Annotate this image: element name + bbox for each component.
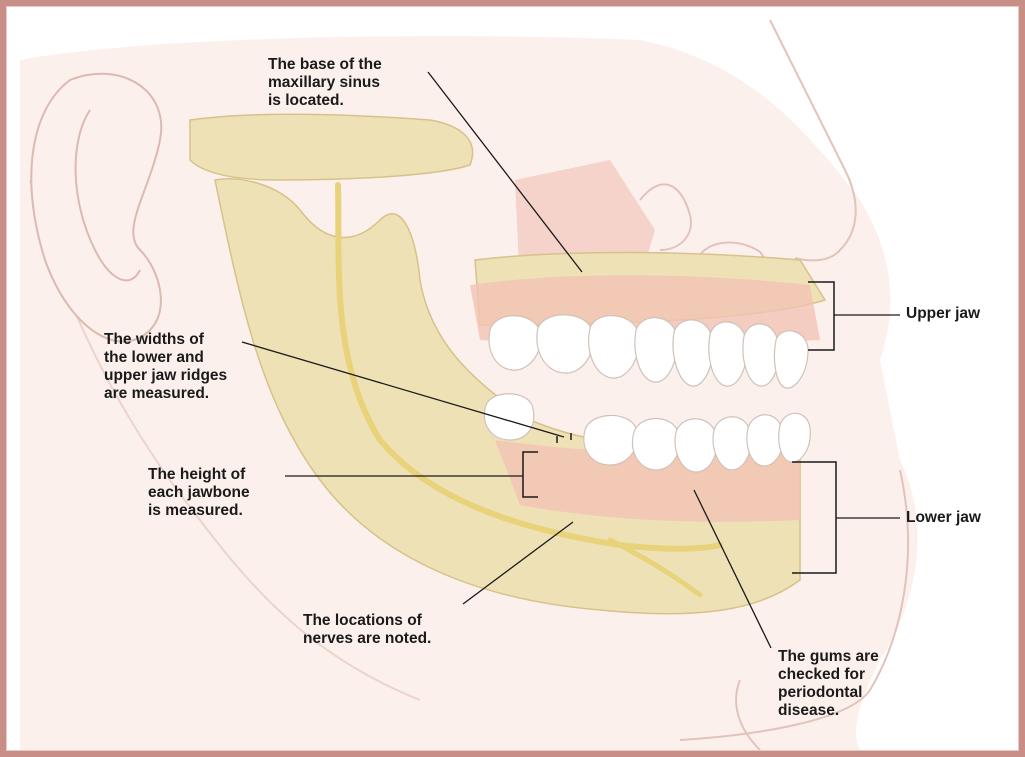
lower-tooth — [632, 419, 679, 471]
lower-tooth — [747, 415, 783, 466]
label-maxillary-sinus: The base of the maxillary sinus is locat… — [268, 56, 382, 110]
label-jawbone-height: The height of each jawbone is measured. — [148, 466, 250, 520]
lower-tooth — [713, 417, 751, 470]
label-lower-jaw: Lower jaw — [906, 509, 981, 527]
upper-tooth — [709, 322, 747, 386]
zygomatic-arch — [190, 114, 473, 180]
label-ridge-widths: The widths of the lower and upper jaw ri… — [104, 331, 227, 403]
lower-tooth — [675, 419, 717, 472]
label-nerves: The locations of nerves are noted. — [303, 612, 431, 648]
lower-tooth — [484, 394, 533, 440]
lower-tooth — [584, 415, 638, 465]
label-upper-jaw: Upper jaw — [906, 305, 980, 323]
label-gums: The gums are checked for periodontal dis… — [778, 648, 879, 720]
